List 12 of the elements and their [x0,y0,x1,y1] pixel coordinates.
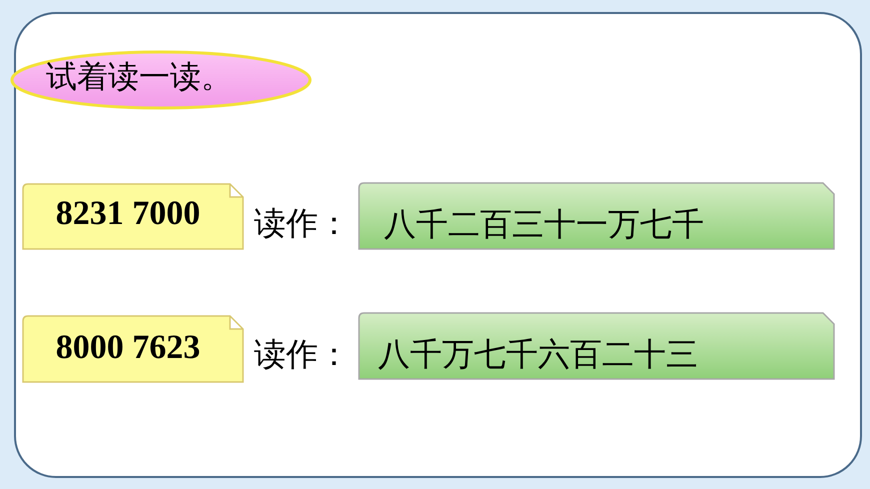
heading-oval [10,50,312,110]
reading-label: 读作： [254,334,350,374]
number-box [22,183,244,250]
heading-text: 试着读一读。 [46,58,232,97]
number-text: 8000 7623 [54,328,202,368]
number-text: 8231 7000 [54,194,202,234]
answer-text: 八千二百三十一万七千 [384,204,704,244]
answer-text: 八千万七千六百二十三 [378,334,698,374]
answer-box [358,312,835,380]
reading-label: 读作： [254,203,350,243]
number-box [22,315,244,383]
answer-box [358,182,835,250]
